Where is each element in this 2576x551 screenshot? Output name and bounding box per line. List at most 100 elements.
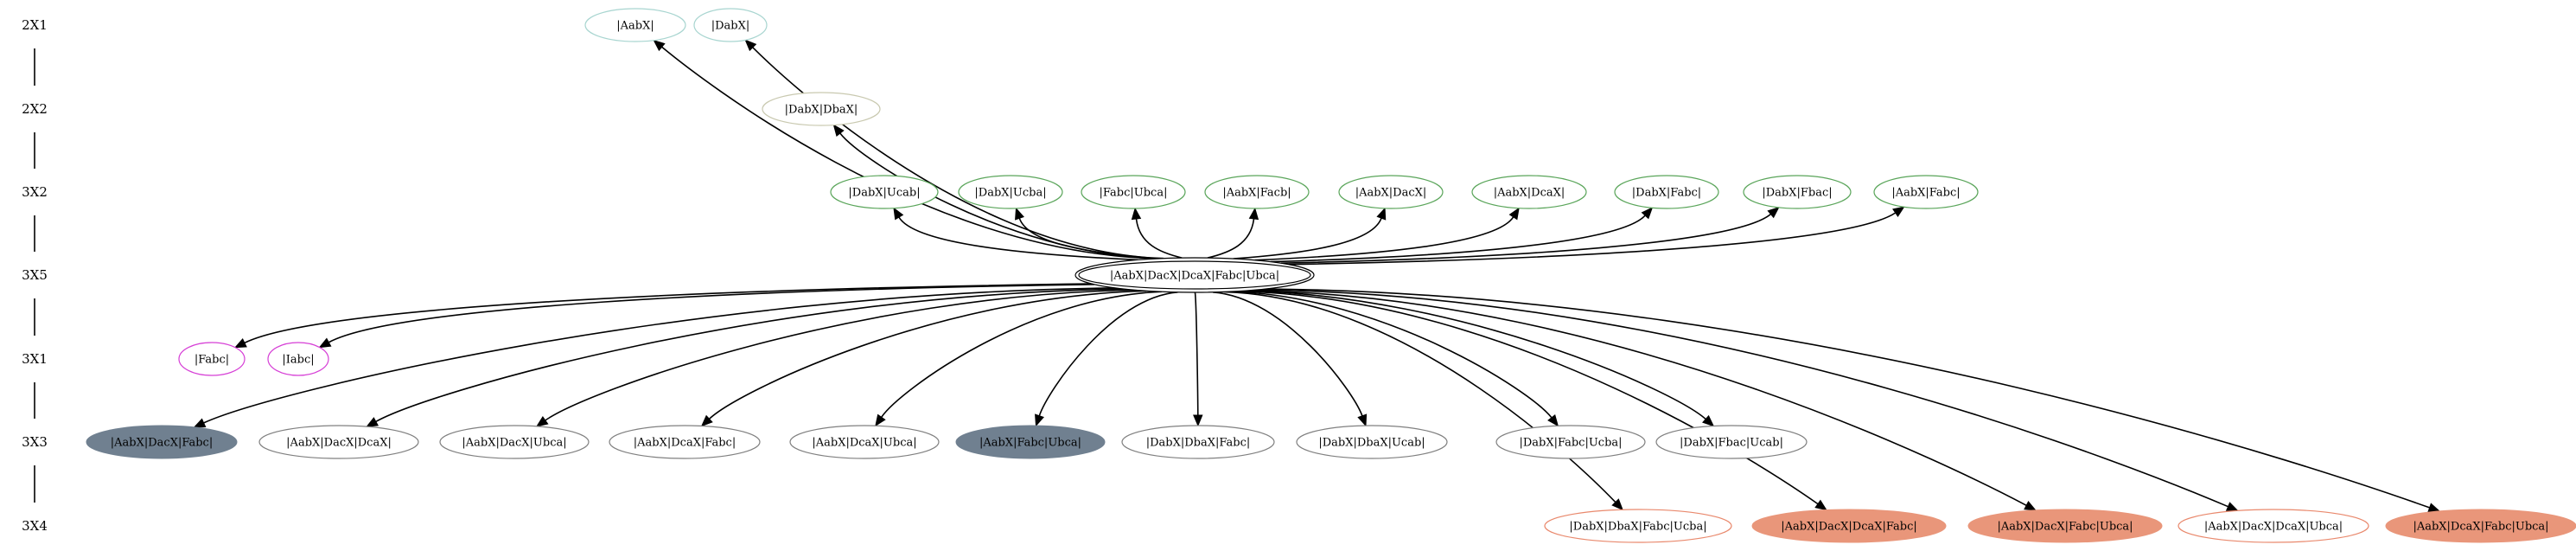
node-n_3x2_a[interactable]: |DabX|Ucab| bbox=[830, 175, 939, 209]
node-n_3x3_e[interactable]: |AabX|DcaX|Ubca| bbox=[789, 425, 940, 459]
node-shape bbox=[1121, 425, 1275, 459]
node-label: |DabX|Fbac|Ucab| bbox=[1680, 437, 1783, 450]
node-label: |DabX|Fabc| bbox=[1632, 187, 1701, 200]
node-n_3x3_g[interactable]: |DabX|DbaX|Fabc| bbox=[1121, 425, 1275, 459]
node-shape bbox=[584, 8, 686, 42]
node-n_3x2_h[interactable]: |DabX|Fbac| bbox=[1743, 175, 1852, 209]
center-node-inner-ring bbox=[1078, 260, 1311, 290]
node-n_3x4_a[interactable]: |DabX|DbaX|Fabc|Ucba| bbox=[1544, 509, 1732, 543]
level-label: 3X3 bbox=[22, 434, 48, 450]
edge-arrowhead bbox=[1547, 413, 1559, 427]
node-shape bbox=[1081, 175, 1186, 209]
node-n_2x2_a[interactable]: |DabX|DbaX| bbox=[762, 92, 881, 126]
edge-arrowhead bbox=[2024, 501, 2037, 511]
node-n_3x3_f[interactable]: |AabX|Fabc|Ubca| bbox=[955, 425, 1106, 459]
node-label: |AabX| bbox=[616, 20, 654, 33]
node-label: |AabX|DcaX|Ubca| bbox=[812, 437, 916, 450]
edge-arrowhead bbox=[2225, 502, 2239, 511]
node-n_3x4_b[interactable]: |AabX|DacX|DcaX|Fabc| bbox=[1751, 509, 1947, 543]
edge-arrowhead bbox=[1892, 206, 1905, 218]
node-shape bbox=[1204, 175, 1310, 209]
node-shape bbox=[2177, 509, 2369, 543]
node-label: |AabX|Facb| bbox=[1222, 187, 1291, 200]
edge-arrowhead bbox=[1641, 207, 1654, 220]
node-label: |AabX|DacX|Fabc|Ubca| bbox=[1997, 521, 2133, 534]
node-label: |Iabc| bbox=[282, 354, 314, 367]
node-n_3x3_i[interactable]: |DabX|Fabc|Ucba| bbox=[1495, 425, 1646, 459]
edge bbox=[1212, 292, 1363, 417]
node-label: |DabX|DbaX|Fabc| bbox=[1146, 437, 1251, 450]
node-n_3x1_b[interactable]: |Iabc| bbox=[267, 342, 329, 376]
node-n_3x2_e[interactable]: |AabX|DacX| bbox=[1338, 175, 1444, 209]
node-n_3x2_g[interactable]: |DabX|Fabc| bbox=[1614, 175, 1719, 209]
node-n_3x2_d[interactable]: |AabX|Facb| bbox=[1204, 175, 1310, 209]
node-n_3x2_i[interactable]: |AabX|Fabc| bbox=[1873, 175, 1979, 209]
edge-arrowhead bbox=[653, 39, 666, 52]
node-label: |AabX|Fabc|Ubca| bbox=[979, 437, 1081, 450]
node-label: |AabX|DcaX|Fabc|Ubca| bbox=[2413, 521, 2548, 534]
node-label: |DabX|Ucba| bbox=[974, 187, 1046, 200]
edge bbox=[1236, 290, 1819, 505]
node-label: |DabX|Fabc|Ucba| bbox=[1519, 437, 1622, 450]
node-label: |AabX|DacX|Ubca| bbox=[462, 437, 566, 450]
node-n_3x3_j[interactable]: |DabX|Fbac|Ucab| bbox=[1655, 425, 1808, 459]
node-shape bbox=[958, 175, 1063, 209]
edge-arrowhead bbox=[700, 414, 713, 427]
node-label: |AabX|DacX|Fabc| bbox=[111, 437, 213, 450]
node-shape bbox=[1743, 175, 1852, 209]
edge-arrowhead bbox=[1767, 206, 1780, 219]
node-shape bbox=[1873, 175, 1979, 209]
edge-arrowhead bbox=[875, 413, 886, 427]
edge-arrowhead bbox=[1702, 414, 1715, 427]
node-label: |Fabc| bbox=[194, 354, 229, 367]
edge bbox=[375, 288, 1124, 423]
node-n_3x4_e[interactable]: |AabX|DcaX|Fabc|Ubca| bbox=[2385, 509, 2576, 543]
edge-arrowhead bbox=[193, 418, 207, 428]
node-shape bbox=[267, 342, 329, 376]
node-n_3x2_f[interactable]: |AabX|DcaX| bbox=[1471, 175, 1587, 209]
node-n_3x2_b[interactable]: |DabX|Ucba| bbox=[958, 175, 1063, 209]
node-label: |DabX|DbaX|Ucab| bbox=[1318, 437, 1425, 450]
edge bbox=[898, 216, 1138, 261]
center-node[interactable]: |AabX|DacX|DcaX|Fabc|Ubca| bbox=[1074, 257, 1315, 293]
node-n_2x1_a[interactable]: |AabX| bbox=[584, 8, 686, 42]
edge bbox=[1231, 291, 1553, 419]
node-n_3x3_b[interactable]: |AabX|DacX|DcaX| bbox=[258, 425, 419, 459]
edge-arrowhead bbox=[1376, 207, 1387, 221]
edge bbox=[708, 290, 1147, 420]
node-shape bbox=[439, 425, 590, 459]
center-node-label: |AabX|DacX|DcaX|Fabc|Ubca| bbox=[1110, 270, 1279, 283]
edge-arrowhead bbox=[318, 337, 332, 349]
node-label: |AabX|DacX|DcaX|Ubca| bbox=[2204, 521, 2343, 534]
edge bbox=[328, 284, 1095, 343]
node-n_3x3_h[interactable]: |DabX|DbaX|Ucab| bbox=[1296, 425, 1448, 459]
node-n_3x3_a[interactable]: |AabX|DacX|Fabc| bbox=[86, 425, 238, 459]
node-label: |DabX|Ucab| bbox=[848, 187, 920, 200]
node-n_3x2_c[interactable]: |Fabc|Ubca| bbox=[1081, 175, 1186, 209]
node-shape bbox=[1471, 175, 1587, 209]
edge-arrowhead bbox=[366, 417, 379, 427]
node-shape bbox=[1495, 425, 1646, 459]
edge-arrowhead bbox=[535, 415, 549, 427]
node-label: |Fabc|Ubca| bbox=[1100, 187, 1168, 200]
node-n_3x4_c[interactable]: |AabX|DacX|Fabc|Ubca| bbox=[1967, 509, 2163, 543]
node-shape bbox=[1655, 425, 1808, 459]
node-shape bbox=[1338, 175, 1444, 209]
node-n_2x1_b[interactable]: |DabX| bbox=[693, 8, 768, 42]
node-label: |DabX| bbox=[711, 20, 750, 33]
node-shape bbox=[1544, 509, 1732, 543]
edge-arrowhead bbox=[832, 124, 845, 137]
edge bbox=[1194, 292, 1199, 416]
node-n_3x4_d[interactable]: |AabX|DacX|DcaX|Ubca| bbox=[2177, 509, 2369, 543]
edge-arrowhead bbox=[233, 338, 247, 349]
node-n_3x1_a[interactable]: |Fabc| bbox=[178, 342, 245, 376]
level-label: 2X1 bbox=[22, 17, 48, 33]
node-label: |AabX|DacX|DcaX|Fabc| bbox=[1781, 521, 1917, 534]
edge bbox=[545, 289, 1134, 421]
edge bbox=[752, 47, 1164, 259]
edge bbox=[1280, 213, 1772, 264]
node-n_3x3_c[interactable]: |AabX|DacX|Ubca| bbox=[439, 425, 590, 459]
node-n_3x3_d[interactable]: |AabX|DcaX|Fabc| bbox=[609, 425, 761, 459]
edge bbox=[1018, 217, 1158, 259]
